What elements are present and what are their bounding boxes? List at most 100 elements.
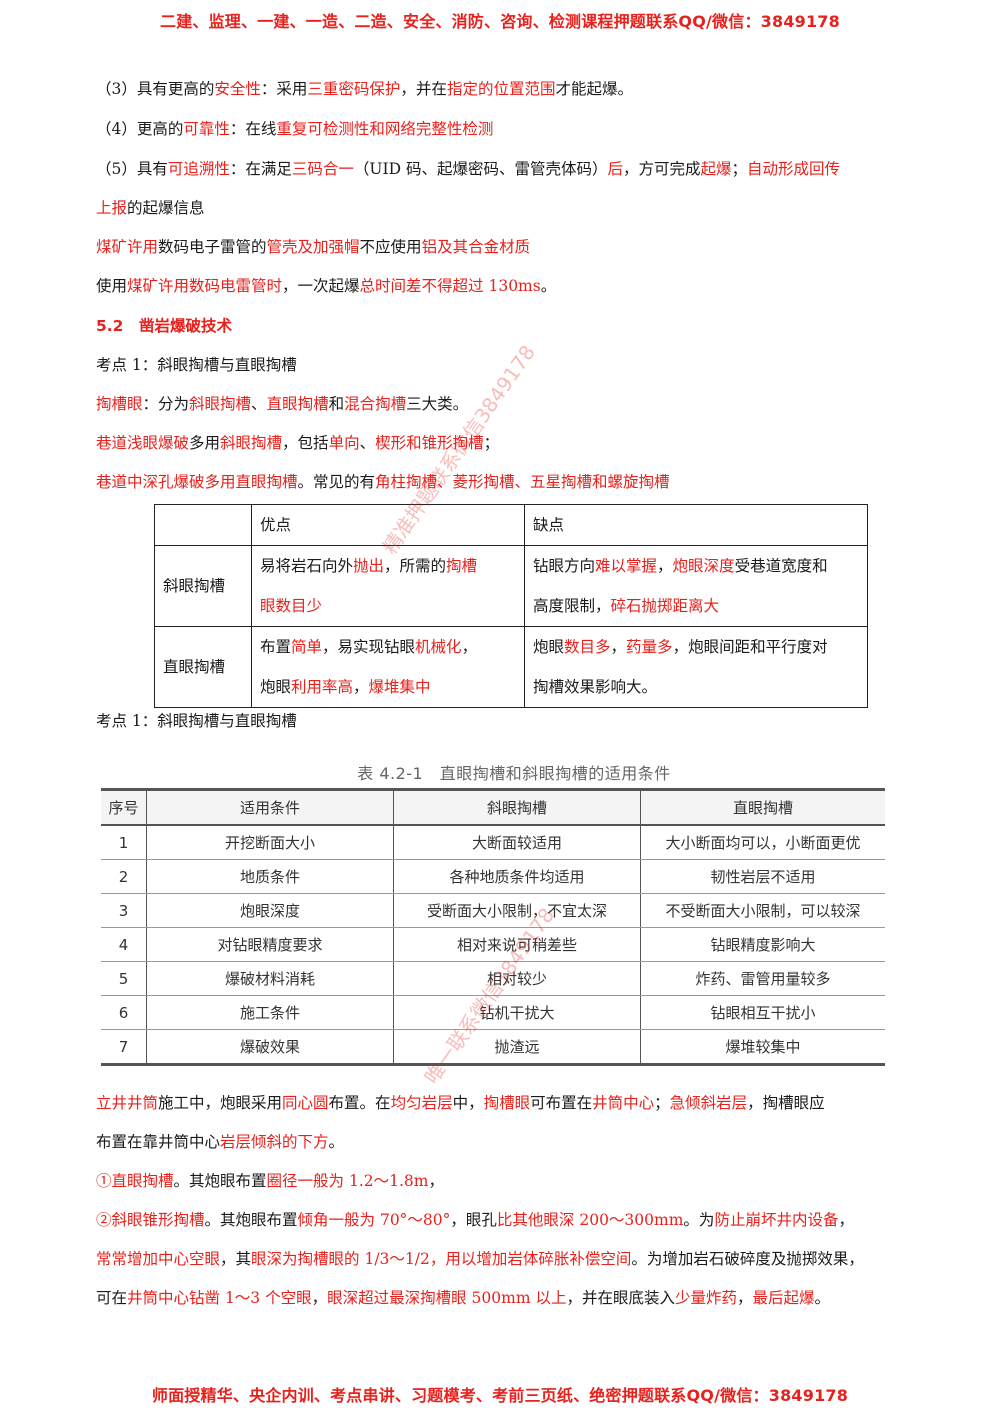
table-header-cell: 斜眼掏槽 [393,789,641,826]
text-run: 三码合一 [291,160,354,178]
text-run: 斜眼掏槽 [189,395,252,413]
table-cell: 对钻眼精度要求 [146,927,394,962]
text-run: 抛出 [353,557,385,575]
text-run: 单向 [328,434,360,452]
text-run: ，一次起爆 [282,277,360,295]
text-run: 。其炮眼布置 [204,1211,298,1229]
text-run: 数码电子雷管的 [158,238,267,256]
text-run: ①直眼掏槽 [96,1172,174,1190]
text-run: 常常增加中心空眼 [96,1250,221,1268]
table-cell: 抛渣远 [393,1029,641,1065]
text-line: ②斜眼锥形掏槽。其炮眼布置倾角一般为 70°～80°，眼孔比其他眼深 200～3… [96,1209,854,1231]
table-cell: 各种地质条件均适用 [393,859,641,894]
con-cell: 炮眼数目多，药量多，炮眼间距和平行度对掏槽效果影响大。 [524,626,868,708]
text-run: 可在 [96,1289,128,1307]
table-cell: 大断面较适用 [393,825,641,860]
text-run: 可靠性 [183,120,230,138]
text-run: 。常见的有 [297,473,376,491]
text-run: 布置在靠井筒中心 [96,1133,221,1151]
text-run: 后 [607,160,623,178]
text-run: （UID 码、起爆密码、雷管壳体码） [353,160,608,178]
text-run: 倾角一般为 70°～80° [297,1211,451,1229]
text-run: 直眼掏槽 [266,395,329,413]
table-header-cell: 序号 [101,789,147,826]
con-cell: 钻眼方向难以掌握，炮眼深度受巷道宽度和高度限制，碎石抛掷距离大 [524,545,868,627]
text-run: 防止崩坏井内设备 [714,1211,839,1229]
text-run: 铝及其合金材质 [421,238,531,256]
text-run: 井筒中心钻凿 1～3 个空眼 [127,1289,312,1307]
cell-line: 炮眼数目多，药量多，炮眼间距和平行度对 [533,627,859,667]
text-run: 5.2 凿岩爆破技术 [96,317,232,335]
text-run: 不应使用 [359,238,422,256]
text-run: 数目多 [564,638,611,656]
text-line: 巷道中深孔爆破多用直眼掏槽。常见的有角柱掏槽、菱形掏槽、五星掏槽和螺旋掏槽 [96,471,670,493]
text-line: （5）具有可追溯性：在满足三码合一（UID 码、起爆密码、雷管壳体码）后，方可完… [96,158,840,180]
text-run: 钻眼方向 [533,557,596,575]
cell-line: 钻眼方向难以掌握，炮眼深度受巷道宽度和 [533,546,859,586]
table-cell: 不受断面大小限制，可以较深 [640,893,885,928]
text-run: ，所需的 [384,557,447,575]
text-run: 重复可检测性和网络完整性检测 [276,120,494,138]
table-cell: 施工条件 [146,995,394,1030]
text-run: 管壳及加强帽 [266,238,360,256]
text-run: 立井井筒 [96,1094,159,1112]
text-run: 掏槽眼 [483,1094,531,1112]
text-run: ，眼孔 [450,1211,497,1229]
table-cell: 炸药、雷管用量较多 [640,961,885,996]
text-run: ，并在 [400,80,447,98]
page-header-banner: 二建、监理、一建、一造、二造、安全、消防、咨询、检测课程押题联系QQ/微信：38… [160,12,840,31]
text-run: 起爆 [700,160,732,178]
text-run: 最后起爆 [752,1289,815,1307]
comparison-table: 优点 缺点 斜眼掏槽 易将岩石向外抛出，所需的掏槽眼数目少 钻眼方向难以掌握，炮… [154,504,868,708]
text-run: 巷道浅眼爆破 [96,434,190,452]
text-run: 布置 [260,638,292,656]
text-line: 掏槽眼：分为斜眼掏槽、直眼掏槽和混合掏槽三大类。 [96,393,468,415]
text-run: 斜眼掏槽 [220,434,283,452]
text-run: 急倾斜岩层 [669,1094,748,1112]
text-run: ，炮眼间距和平行度对 [672,638,828,656]
text-run: 上报 [96,199,128,217]
text-run: 简单 [291,638,323,656]
pro-cell: 易将岩石向外抛出，所需的掏槽眼数目少 [251,545,525,627]
table-cell: 钻眼精度影响大 [640,927,885,962]
text-run: 混合掏槽 [344,395,407,413]
text-run: 碎石抛掷距离大 [610,597,720,615]
text-run: 角柱掏槽、菱形掏槽、五星掏槽和螺旋掏槽 [375,473,670,491]
text-run: ，其 [220,1250,252,1268]
text-run: 药量多 [626,638,673,656]
text-run: 和 [328,395,345,413]
table-header-cell: 缺点 [524,504,868,546]
text-run: ：在满足 [229,160,292,178]
text-run: ②斜眼锥形掏槽 [96,1211,205,1229]
text-run: 炮眼深度 [672,557,735,575]
text-run: 眼深超过最深掏槽眼 500mm 以上 [327,1289,567,1307]
table-cell: 爆破材料消耗 [146,961,394,996]
text-run: ：分为 [142,395,190,413]
text-run: 。 [328,1133,345,1151]
text-run: 可布置在 [530,1094,593,1112]
table-caption: 表 4.2-1 直眼掏槽和斜眼掏槽的适用条件 [357,764,671,783]
table-cell: 7 [101,1029,147,1065]
text-line: 布置在靠井筒中心岩层倾斜的下方。 [96,1131,344,1153]
table-cell: 5 [101,961,147,996]
text-run: 比其他眼深 200～300mm [496,1211,684,1229]
text-run: ，包括 [282,434,329,452]
text-line: 可在井筒中心钻凿 1～3 个空眼，眼深超过最深掏槽眼 500mm 以上，并在眼底… [96,1287,830,1309]
text-run: 炮眼 [260,678,292,696]
cell-line: 炮眼利用率高，爆堆集中 [260,667,516,707]
text-run: ， [311,1289,328,1307]
text-run: 易将岩石向外 [260,557,354,575]
text-run: ， [353,678,369,696]
text-run: 巷道中深孔爆破多用直眼掏槽 [96,473,298,491]
text-run: 同心圆 [282,1094,329,1112]
text-run: 总时间差不得超过 130ms [359,277,541,295]
text-run: ， [610,638,627,656]
text-line: 使用煤矿许用数码电雷管时，一次起爆总时间差不得超过 130ms。 [96,275,556,297]
text-line: 5.2 凿岩爆破技术 [96,315,232,337]
table-row: 斜眼掏槽 易将岩石向外抛出，所需的掏槽眼数目少 钻眼方向难以掌握，炮眼深度受巷道… [154,545,868,627]
text-run: （5）具有 [96,160,168,178]
text-run: ，并在眼底装入 [566,1289,675,1307]
text-run: ， [428,1172,444,1190]
